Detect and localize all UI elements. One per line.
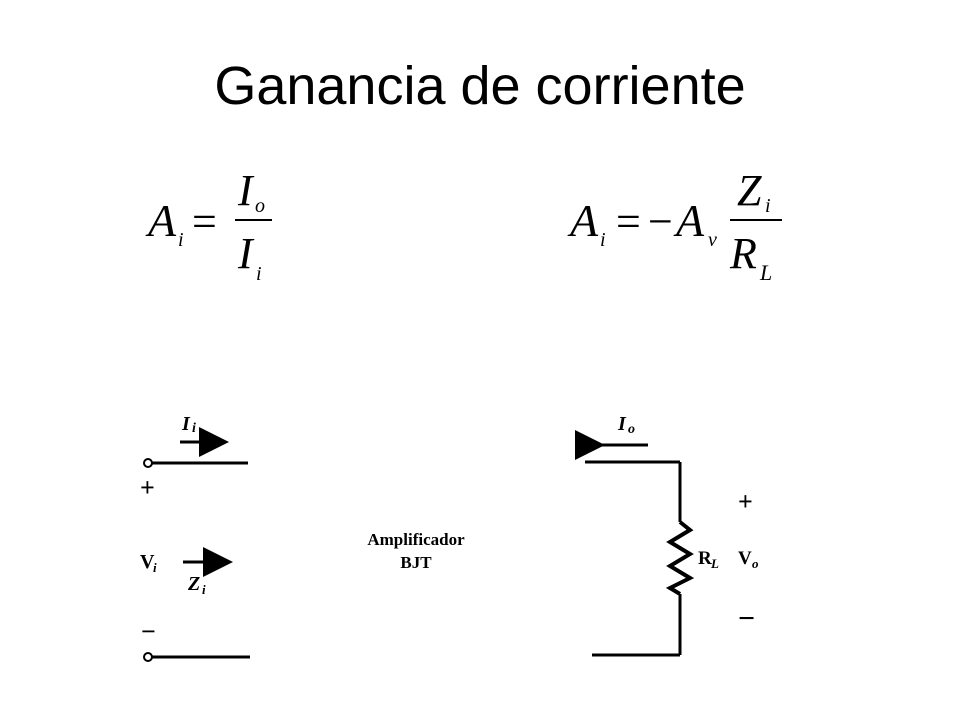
output-voltage-label: V [738,548,752,569]
output-current-label: I [617,413,627,435]
load-label: R [698,548,712,569]
input-bottom-terminal [143,652,153,662]
load-sub: L [710,556,719,571]
output-voltage-sub: o [752,556,759,571]
input-minus-sign: − [141,617,156,646]
output-current-sub: o [628,422,635,437]
input-impedance-label: Z [187,573,200,595]
load-resistor [665,520,695,596]
input-current-sub: i [192,421,196,436]
slide-title: Ganancia de corriente [214,56,746,116]
input-top-terminal [143,458,153,468]
output-plus-sign: + [738,487,753,516]
input-voltage-sub: i [153,560,157,575]
block-label-line1: Amplificador [367,530,465,549]
block-label-line2: BJT [400,553,432,572]
input-impedance-sub: i [202,582,206,597]
input-voltage-label: V [140,551,155,573]
output-minus-sign: − [738,602,755,635]
input-current-label: I [181,413,191,435]
input-plus-sign: + [140,473,155,502]
